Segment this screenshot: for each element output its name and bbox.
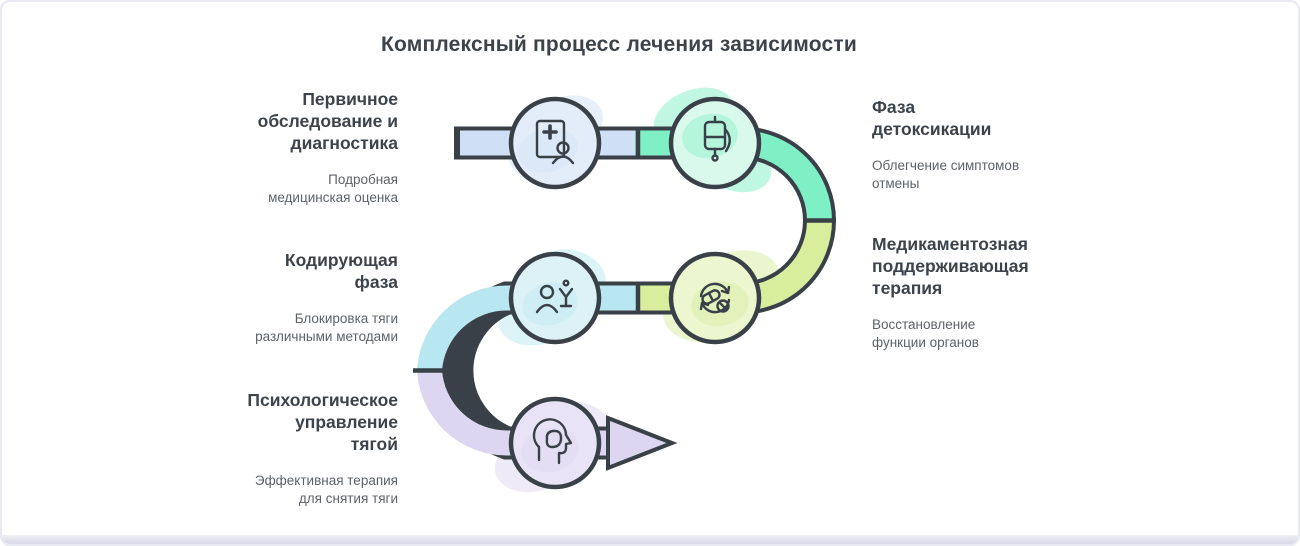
iv-drip-icon	[703, 115, 731, 162]
step-heading: Медикаментозная поддерживающая терапия	[872, 234, 1029, 298]
step-description: Блокировка тяги различными методами	[255, 311, 398, 344]
step-label-5: Психологическое управление тягой Эффекти…	[78, 389, 398, 508]
flow-segment-4	[417, 285, 639, 372]
step-label-2: Фаза детоксикации Облегчение симптомов о…	[872, 96, 1172, 193]
step-heading: Кодирующая фаза	[284, 250, 398, 292]
frame-bottom-strip	[2, 535, 1298, 544]
step-description: Облегчение симптомов отмены	[872, 158, 1020, 191]
step-node-2	[668, 96, 762, 190]
step-node-4	[508, 251, 602, 345]
page-title: Комплексный процесс лечения зависимости	[381, 33, 857, 56]
step-description: Восстановление функции органов	[872, 317, 979, 350]
step-label-4: Кодирующая фаза Блокировка тяги различны…	[78, 249, 398, 346]
flow-arrowhead	[606, 415, 678, 471]
medical-assessment-icon	[535, 119, 575, 165]
step-heading: Первичное обследование и диагностика	[257, 89, 398, 153]
flow-segment-5	[417, 369, 608, 456]
step-label-1: Первичное обследование и диагностика Под…	[78, 88, 398, 207]
step-node-5	[508, 396, 602, 490]
person-glass-icon	[535, 279, 574, 314]
step-heading: Фаза детоксикации	[872, 97, 992, 139]
step-heading: Психологическое управление тягой	[247, 390, 398, 454]
medication-cycle-icon	[699, 282, 731, 314]
step-node-1	[508, 96, 602, 190]
segment-dividers	[413, 126, 836, 373]
step-label-3: Медикаментозная поддерживающая терапия В…	[872, 233, 1172, 352]
psychology-head-icon	[532, 418, 573, 465]
step-description: Подробная медицинская оценка	[268, 172, 398, 205]
step-description: Эффективная терапия для снятия тяги	[254, 473, 398, 506]
step-node-3	[668, 251, 762, 345]
